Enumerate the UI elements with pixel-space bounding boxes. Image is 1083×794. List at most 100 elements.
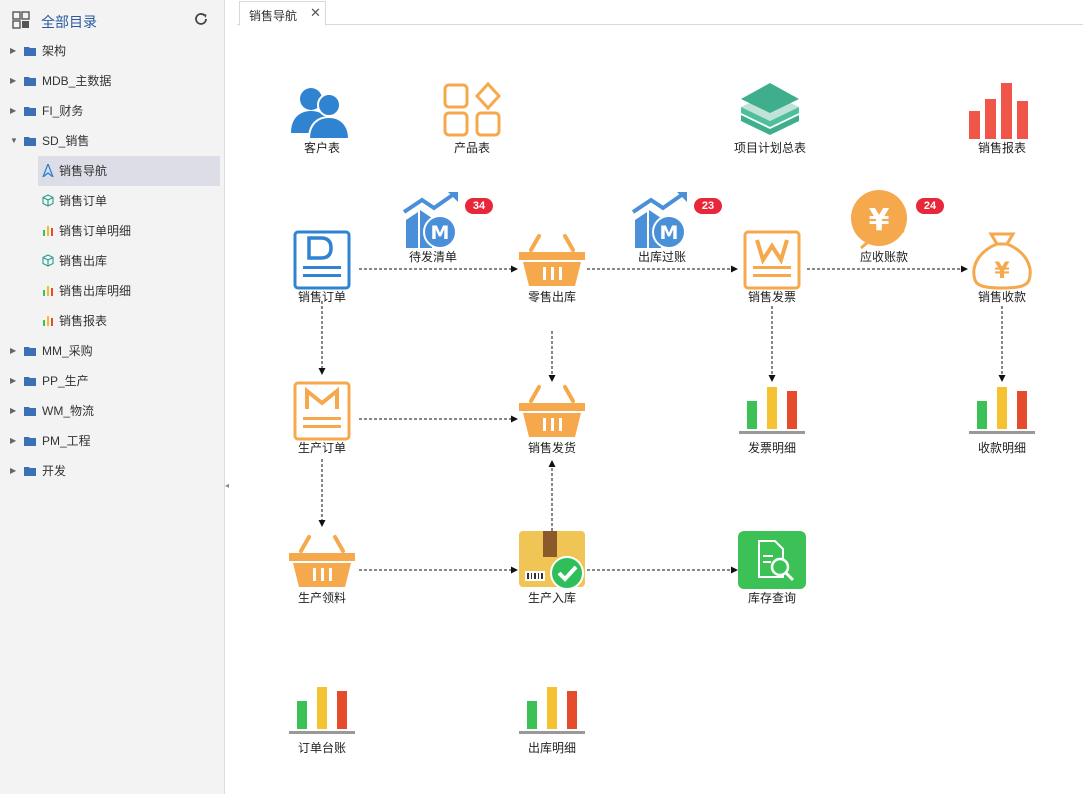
- node-label: 销售报表: [977, 141, 1026, 155]
- folder-icon: [24, 407, 36, 416]
- node-sales-delivery[interactable]: 销售发货: [507, 381, 597, 455]
- count-badge: 23: [694, 198, 722, 214]
- node-sales-report[interactable]: 销售报表: [957, 81, 1047, 155]
- expand-arrow-icon[interactable]: ▶: [10, 436, 17, 445]
- node-label: 收款明细: [977, 441, 1026, 455]
- node-sales-order[interactable]: 销售订单: [277, 230, 367, 304]
- bar-chart-icon: [969, 83, 1028, 139]
- node-product-table[interactable]: 产品表: [427, 81, 517, 155]
- sidebar-item-architecture[interactable]: ▶ 架构: [0, 36, 225, 66]
- folder-icon: [24, 107, 36, 116]
- node-outbound-detail[interactable]: 出库明细: [507, 681, 597, 755]
- count-badge: 34: [465, 198, 493, 214]
- sidebar-subitem-sales-navigation[interactable]: 销售导航: [38, 156, 220, 186]
- navigation-icon: [42, 164, 54, 177]
- users-icon: [291, 88, 351, 140]
- folder-icon: [24, 137, 36, 146]
- node-label: 发票明细: [747, 441, 796, 455]
- node-customer-table[interactable]: 客户表: [277, 81, 367, 155]
- sidebar-item-wm[interactable]: ▶ WM_物流: [0, 396, 225, 426]
- node-sales-invoice[interactable]: 销售发票: [727, 230, 817, 304]
- node-material-issue[interactable]: 生产领料: [277, 531, 367, 605]
- catalog-grid-icon: [12, 11, 30, 29]
- node-pending-list[interactable]: M 待发清单 34: [390, 190, 493, 264]
- document-m-icon: [293, 381, 351, 441]
- sidebar-item-sd[interactable]: ▼ SD_销售: [0, 126, 225, 156]
- bar-chart-icon: [43, 316, 53, 326]
- sidebar: 全部目录 ▶ 架构 ▶ MDB_主数据 ▶ FI_财务 ▼ SD_销售 销售导航…: [0, 0, 225, 794]
- document-search-icon: [738, 531, 806, 589]
- node-label: 生产订单: [297, 441, 346, 455]
- node-label: 客户表: [303, 141, 340, 155]
- sidebar-item-label: 开发: [42, 464, 67, 478]
- node-label: 出库明细: [527, 741, 576, 755]
- sidebar-subitem-sales-report[interactable]: 销售报表: [38, 306, 220, 336]
- sidebar-item-label: MDB_主数据: [42, 74, 112, 88]
- basket-icon: [519, 385, 585, 437]
- expand-arrow-icon[interactable]: ▶: [10, 46, 17, 55]
- folder-icon: [24, 437, 36, 446]
- sidebar-item-label: 架构: [42, 44, 67, 58]
- node-receipt-detail[interactable]: 收款明细: [957, 381, 1047, 455]
- sidebar-collapse-handle[interactable]: ◂: [225, 481, 230, 490]
- expand-arrow-icon[interactable]: ▶: [10, 76, 17, 85]
- yen-coin-icon: ¥: [851, 190, 907, 250]
- node-inventory-query[interactable]: 库存查询: [727, 531, 817, 605]
- bar-chart-icon: [969, 387, 1035, 434]
- node-label: 销售收款: [977, 290, 1026, 304]
- sidebar-item-fi[interactable]: ▶ FI_财务: [0, 96, 225, 126]
- expand-arrow-icon[interactable]: ▶: [10, 106, 17, 115]
- node-invoice-detail[interactable]: 发票明细: [727, 381, 817, 455]
- node-project-plan[interactable]: 项目计划总表: [725, 81, 815, 155]
- node-order-ledger[interactable]: 订单台账: [277, 681, 367, 755]
- bar-chart-icon: [739, 387, 805, 434]
- node-label: 待发清单: [408, 250, 457, 264]
- sidebar-item-label: FI_财务: [42, 104, 84, 118]
- collapse-arrow-icon[interactable]: ▼: [10, 136, 18, 145]
- count-badge: 24: [916, 198, 944, 214]
- sidebar-item-mdb[interactable]: ▶ MDB_主数据: [0, 66, 225, 96]
- sidebar-subitem-label: 销售出库: [59, 254, 108, 268]
- basket-icon: [519, 234, 585, 286]
- node-production-inbound[interactable]: 生产入库: [507, 531, 597, 605]
- sidebar-subitem-sales-order-detail[interactable]: 销售订单明细: [38, 216, 220, 246]
- sidebar-subitem-sales-order[interactable]: 销售订单: [38, 186, 220, 216]
- cube-icon: [42, 194, 54, 207]
- sidebar-item-pp[interactable]: ▶ PP_生产: [0, 366, 225, 396]
- bar-chart-icon: [519, 687, 585, 734]
- node-label: 生产入库: [527, 591, 576, 605]
- node-retail-outbound[interactable]: 零售出库: [507, 230, 597, 304]
- close-icon[interactable]: ✕: [310, 5, 321, 20]
- expand-arrow-icon[interactable]: ▶: [10, 406, 17, 415]
- tab-label: 销售导航: [249, 9, 298, 23]
- sidebar-item-mm[interactable]: ▶ MM_采购: [0, 336, 225, 366]
- node-label: 销售发货: [527, 441, 576, 455]
- node-receivables[interactable]: ¥ 应收账款 24: [841, 190, 944, 264]
- node-production-order[interactable]: 生产订单: [277, 381, 367, 455]
- node-sales-receipt[interactable]: ¥ 销售收款: [957, 230, 1047, 304]
- sidebar-subitem-sales-outbound-detail[interactable]: 销售出库明细: [38, 276, 220, 306]
- tab-sales-navigation[interactable]: 销售导航 ✕: [239, 1, 326, 26]
- svg-text:M: M: [431, 222, 450, 244]
- bar-chart-icon: [43, 226, 53, 236]
- svg-text:¥: ¥: [994, 259, 1010, 284]
- sidebar-item-dev[interactable]: ▶ 开发: [0, 456, 225, 486]
- sidebar-subitem-sales-outbound[interactable]: 销售出库: [38, 246, 220, 276]
- node-label: 零售出库: [527, 290, 576, 304]
- sidebar-subitem-label: 销售导航: [59, 164, 108, 178]
- expand-arrow-icon[interactable]: ▶: [10, 346, 17, 355]
- sidebar-item-pm[interactable]: ▶ PM_工程: [0, 426, 225, 456]
- tab-bar: 销售导航 ✕: [237, 0, 1083, 26]
- expand-arrow-icon[interactable]: ▶: [10, 376, 17, 385]
- folder-icon: [24, 467, 36, 476]
- svg-text:¥: ¥: [869, 203, 890, 238]
- node-label: 产品表: [453, 141, 490, 155]
- node-label: 生产领料: [297, 591, 346, 605]
- node-outbound-posting[interactable]: M 出库过账 23: [619, 190, 722, 264]
- apps-grid-icon: [443, 81, 502, 137]
- refresh-icon[interactable]: [193, 11, 209, 27]
- expand-arrow-icon[interactable]: ▶: [10, 466, 17, 475]
- trend-m-icon: M: [631, 192, 687, 249]
- node-label: 出库过账: [637, 250, 686, 264]
- node-label: 订单台账: [297, 741, 346, 755]
